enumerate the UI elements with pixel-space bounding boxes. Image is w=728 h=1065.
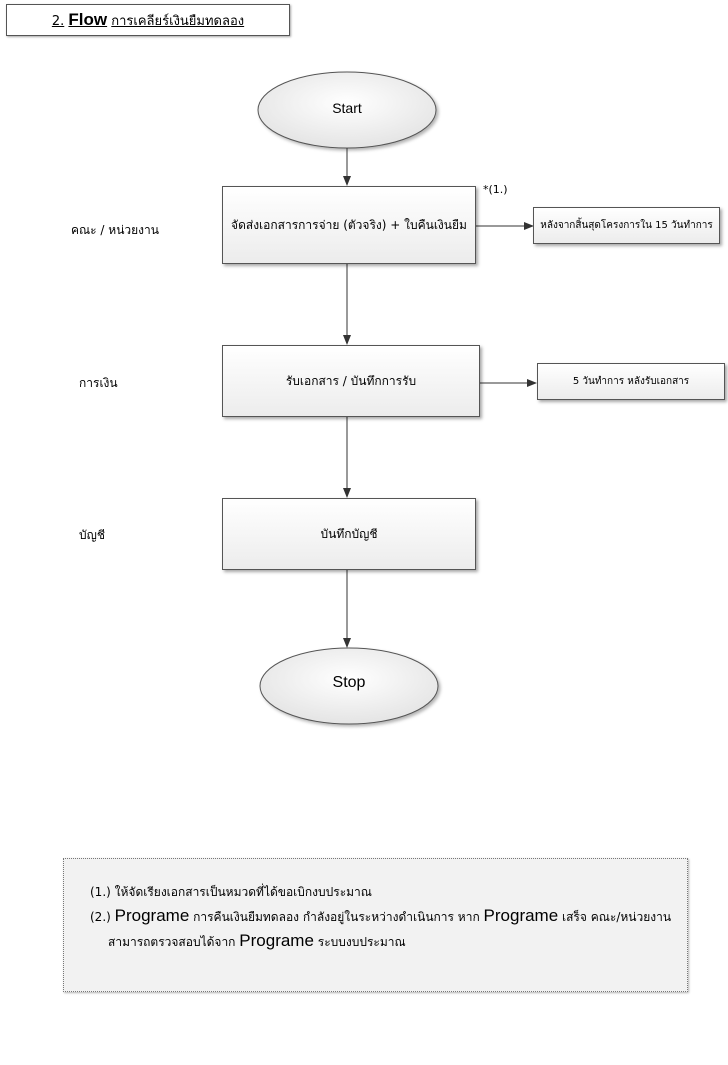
note-2-text-3: สามารถตรวจสอบได้จาก <box>108 935 236 949</box>
process-receive-documents: รับเอกสาร / บันทึกการรับ <box>222 345 480 417</box>
notes-box: (1.) ให้จัดเรียงเอกสารเป็นหมวดที่ได้ขอเบ… <box>63 858 688 992</box>
process-receive-label: รับเอกสาร / บันทึกการรับ <box>285 373 417 388</box>
process-record-accounting: บันทึกบัญชี <box>222 498 476 570</box>
note-finance-days-label: 5 วันทำการ หลังรับเอกสาร <box>572 376 690 387</box>
note-line-2: (2.) Programe การคืนเงินยืมทดลอง กำลังอย… <box>90 904 671 929</box>
note-2-number: (2.) <box>90 910 111 924</box>
lane-label-faculty: คณะ / หน่วยงาน <box>71 223 159 237</box>
lane-label-accounting: บัญชี <box>79 528 105 542</box>
diagram-title: 2. Flow การเคลียร์เงินยืมทดลอง <box>6 4 290 36</box>
footnote-marker: *(1.) <box>483 183 508 196</box>
note-deadline: หลังจากสิ้นสุดโครงการใน 15 วันทำการ <box>533 207 720 244</box>
note-1-text: ให้จัดเรียงเอกสารเป็นหมวดที่ได้ขอเบิกงบป… <box>114 885 372 899</box>
start-label: Start <box>332 100 362 116</box>
process-record-label: บันทึกบัญชี <box>320 526 378 541</box>
process-submit-documents: จัดส่งเอกสารการจ่าย (ตัวจริง) + ใบคืนเงิ… <box>222 186 476 264</box>
note-line-1: (1.) ให้จัดเรียงเอกสารเป็นหมวดที่ได้ขอเบ… <box>90 881 667 904</box>
note-2-text-2: เสร็จ คณะ/หน่วยงาน <box>562 910 672 924</box>
process-submit-label: จัดส่งเอกสารการจ่าย (ตัวจริง) + ใบคืนเงิ… <box>231 217 467 232</box>
note-1-number: (1.) <box>90 885 111 899</box>
note-2-programe-3: Programe <box>239 931 314 950</box>
title-text: การเคลียร์เงินยืมทดลอง <box>111 14 245 29</box>
stop-terminator <box>259 647 439 725</box>
note-2-programe-2: Programe <box>483 906 559 925</box>
note-2-text-4: ระบบงบประมาณ <box>317 935 406 949</box>
note-line-3: สามารถตรวจสอบได้จาก Programe ระบบงบประมา… <box>90 929 667 954</box>
stop-label: Stop <box>332 674 366 691</box>
note-2-text-1: การคืนเงินยืมทดลอง กำลังอยู่ในระหว่างดำเ… <box>193 910 480 924</box>
title-number: 2. <box>51 14 65 29</box>
note-2-programe-1: Programe <box>114 906 190 925</box>
note-deadline-label: หลังจากสิ้นสุดโครงการใน 15 วันทำการ <box>540 220 713 231</box>
lane-label-finance: การเงิน <box>79 376 118 390</box>
title-flow: Flow <box>68 10 108 29</box>
note-finance-days: 5 วันทำการ หลังรับเอกสาร <box>537 363 725 400</box>
